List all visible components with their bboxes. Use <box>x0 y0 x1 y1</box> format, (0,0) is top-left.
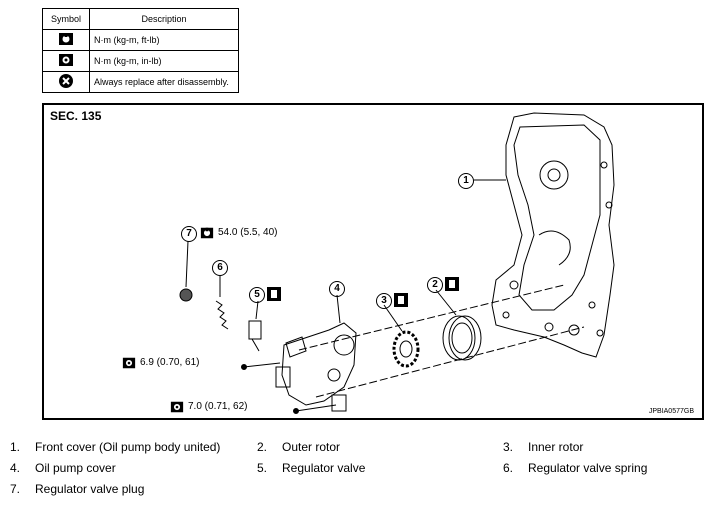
replace-icon <box>394 293 408 307</box>
legend-description-1: N·m (kg-m, ft-lb) <box>89 29 239 51</box>
torque-wrench-small-icon <box>122 357 136 369</box>
torque-spec-a: 6.9 (0.70, 61) <box>140 357 200 368</box>
callout-4: 4 <box>329 281 345 297</box>
exploded-view-drawing <box>179 112 615 414</box>
exploded-diagram: SEC. 135 1 2 3 4 5 6 7 54.0 (5.5, 40) 6.… <box>42 103 704 420</box>
torque-spec-7: 54.0 (5.5, 40) <box>218 227 278 238</box>
regulator-valve-drawing <box>248 320 262 352</box>
regulator-spring-drawing <box>215 300 229 330</box>
callout-5: 5 <box>249 287 265 303</box>
legend-header-description: Description <box>89 8 239 30</box>
callout-3: 3 <box>376 293 392 309</box>
replace-icon <box>267 287 281 301</box>
always-replace-icon <box>59 74 73 88</box>
legend-description-2: N·m (kg-m, in-lb) <box>89 50 239 72</box>
oil-pump-cover-drawing <box>275 322 357 412</box>
inner-rotor-drawing <box>392 330 420 368</box>
callout-leaders <box>185 179 506 332</box>
figure-code: JPBIA0577GB <box>648 408 694 415</box>
legend-header-symbol: Symbol <box>42 8 90 30</box>
replace-icon <box>445 277 459 291</box>
torque-wrench-small-icon <box>170 401 184 413</box>
torque-spec-b: 7.0 (0.71, 62) <box>188 401 248 412</box>
callout-2: 2 <box>427 277 443 293</box>
section-label: SEC. 135 <box>50 109 102 123</box>
callout-1: 1 <box>458 173 474 189</box>
assembly-axes <box>298 284 585 398</box>
bolts-drawing <box>241 362 337 414</box>
torque-wrench-icon <box>200 227 214 239</box>
symbol-legend-table: Symbol Description N·m (kg-m, ft-lb) N·m… <box>42 8 239 93</box>
regulator-plug-drawing <box>179 288 193 302</box>
outer-rotor-drawing <box>442 315 482 361</box>
torque-wrench-icon <box>59 33 73 45</box>
callout-6: 6 <box>212 260 228 276</box>
torque-wrench-small-icon <box>59 54 73 66</box>
legend-description-3: Always replace after disassembly. <box>89 71 239 93</box>
front-cover-drawing <box>491 112 615 358</box>
callout-7: 7 <box>181 226 197 242</box>
